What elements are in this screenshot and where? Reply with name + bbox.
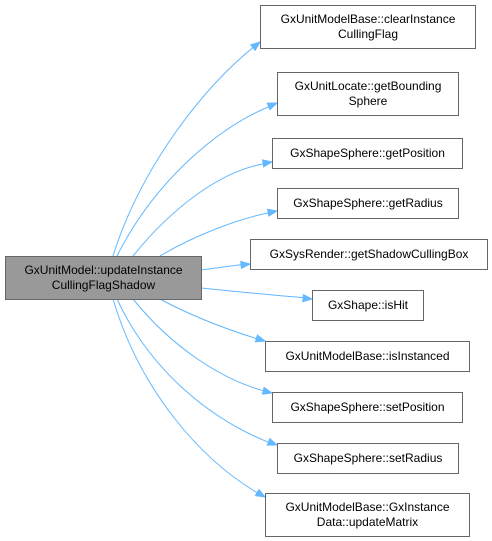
node-label-line: GxUnitModelBase::clearInstance: [281, 12, 456, 26]
arrowhead-t4: [240, 260, 252, 270]
node-label-line: GxUnitModelBase::isInstanced: [285, 349, 449, 363]
edge-to-t9: [112, 298, 262, 496]
edge-to-t3: [159, 211, 274, 257]
target-node-box[interactable]: [272, 392, 463, 423]
node-label-line: GxUnitLocate::getBounding: [295, 79, 442, 93]
edge-to-t6: [159, 298, 262, 341]
target-node-box[interactable]: [312, 290, 424, 321]
target-node-box[interactable]: [277, 188, 459, 219]
node-label-line: GxShapeSphere::setPosition: [290, 400, 444, 414]
edge-to-t1: [116, 104, 274, 257]
arrowhead-t8: [266, 437, 279, 446]
edge-to-t7: [132, 298, 269, 393]
target-node-box[interactable]: [277, 72, 459, 116]
arrowhead-t3: [266, 208, 279, 217]
target-node[interactable]: GxUnitModelBase::isInstanced: [265, 341, 470, 372]
target-node[interactable]: GxShapeSphere::getRadius: [277, 188, 459, 219]
target-node[interactable]: GxShapeSphere::setRadius: [277, 443, 459, 474]
target-node[interactable]: GxShapeSphere::setPosition: [272, 392, 463, 423]
node-label-line: Data::updateMatrix: [317, 515, 418, 529]
edges: [112, 41, 314, 498]
target-node[interactable]: GxSysRender::getShadowCullingBox: [250, 239, 488, 270]
arrowhead-t0: [249, 41, 262, 52]
node-label-line: GxShapeSphere::getPosition: [290, 146, 445, 160]
target-node[interactable]: GxShapeSphere::getPosition: [272, 138, 463, 169]
target-node-box[interactable]: [272, 138, 463, 169]
node-label-line: GxShape::isHit: [328, 298, 409, 312]
edge-to-t0: [112, 44, 257, 257]
target-node-box[interactable]: [277, 443, 459, 474]
edge-to-t4: [200, 263, 247, 271]
node-label-line: Sphere: [349, 94, 388, 108]
arrowhead-t9: [254, 488, 267, 498]
source-node-box[interactable]: [5, 256, 202, 300]
node-label-line: CullingFlagShadow: [52, 278, 156, 292]
edge-to-t5: [200, 287, 309, 299]
nodes: GxUnitModel::updateInstanceCullingFlagSh…: [5, 5, 488, 537]
node-label-line: GxShapeSphere::setRadius: [294, 451, 443, 465]
target-node-box[interactable]: [265, 341, 470, 372]
node-label-line: GxUnitModel::updateInstance: [24, 263, 182, 277]
edge-to-t2: [132, 162, 269, 257]
arrowhead-t1: [266, 102, 279, 111]
arrowhead-t6: [254, 334, 267, 343]
source-node[interactable]: GxUnitModel::updateInstanceCullingFlagSh…: [5, 256, 202, 300]
arrowhead-t2: [261, 159, 274, 168]
node-label-line: GxSysRender::getShadowCullingBox: [270, 247, 469, 261]
node-label-line: CullingFlag: [338, 27, 398, 41]
target-node[interactable]: GxShape::isHit: [312, 290, 424, 321]
arrowhead-t5: [302, 293, 314, 303]
target-node[interactable]: GxUnitModelBase::clearInstanceCullingFla…: [260, 5, 476, 49]
edge-to-t8: [116, 298, 274, 445]
target-node-box[interactable]: [250, 239, 488, 270]
node-label-line: GxShapeSphere::getRadius: [293, 196, 442, 210]
node-label-line: GxUnitModelBase::GxInstance: [285, 500, 449, 514]
target-node-box[interactable]: [265, 493, 470, 537]
target-node-box[interactable]: [260, 5, 476, 49]
target-node[interactable]: GxUnitModelBase::GxInstanceData::updateM…: [265, 493, 470, 537]
arrowhead-t7: [261, 386, 274, 395]
